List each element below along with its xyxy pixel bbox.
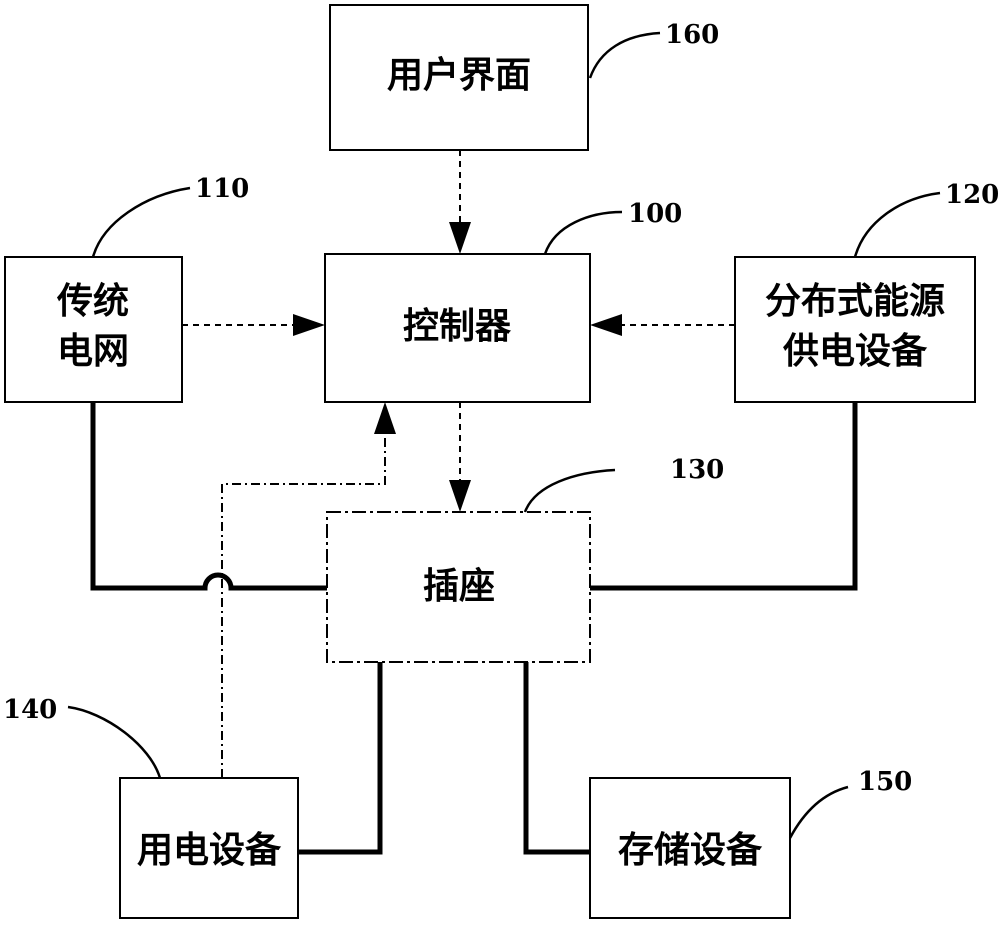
appliance-to-controller-signal-line <box>221 432 386 778</box>
controller-to-socket-arrowhead <box>449 480 471 512</box>
distributed-energy-label-line2: 供电设备 <box>783 331 928 372</box>
ui-to-controller-arrowhead <box>449 222 471 254</box>
leader-140 <box>67 705 162 779</box>
storage-label: 存储设备 <box>618 830 763 871</box>
controller-block: 控制器 <box>324 253 591 403</box>
user-interface-label: 用户界面 <box>387 55 531 96</box>
socket-block: 插座 <box>326 511 591 663</box>
ref-130: 130 <box>670 455 724 485</box>
ref-110: 110 <box>195 174 249 204</box>
traditional-grid-label-line2: 电网 <box>57 331 129 372</box>
grid-to-controller-arrowhead <box>293 314 325 336</box>
leader-160 <box>588 31 661 79</box>
distributed-to-socket-power-line <box>590 402 858 591</box>
controller-label: 控制器 <box>403 306 512 347</box>
distributed-energy-block: 分布式能源 供电设备 <box>734 256 976 403</box>
traditional-grid-block: 传统 电网 <box>4 256 183 403</box>
leader-150 <box>788 785 849 839</box>
grid-to-socket-power-line <box>90 402 327 591</box>
distributed-energy-label-line1: 分布式能源 <box>765 281 945 322</box>
socket-to-appliance-power-line <box>298 662 383 855</box>
leader-110 <box>91 186 191 258</box>
user-interface-block: 用户界面 <box>329 4 589 151</box>
appliance-to-controller-arrowhead <box>374 402 396 434</box>
traditional-grid-label-line1: 传统 <box>56 281 129 322</box>
storage-block: 存储设备 <box>589 777 791 919</box>
ref-160: 160 <box>665 20 719 50</box>
ref-120: 120 <box>945 180 999 210</box>
socket-label: 插座 <box>423 566 495 607</box>
leader-130 <box>523 468 616 513</box>
appliance-block: 用电设备 <box>119 777 299 919</box>
leader-100 <box>543 210 623 255</box>
leader-120 <box>853 191 941 258</box>
ref-140: 140 <box>3 695 57 725</box>
socket-to-storage-power-line <box>523 662 590 855</box>
ref-150: 150 <box>858 767 912 797</box>
appliance-label: 用电设备 <box>137 830 282 871</box>
ref-100: 100 <box>628 199 682 229</box>
distributed-to-controller-arrowhead <box>590 314 622 336</box>
